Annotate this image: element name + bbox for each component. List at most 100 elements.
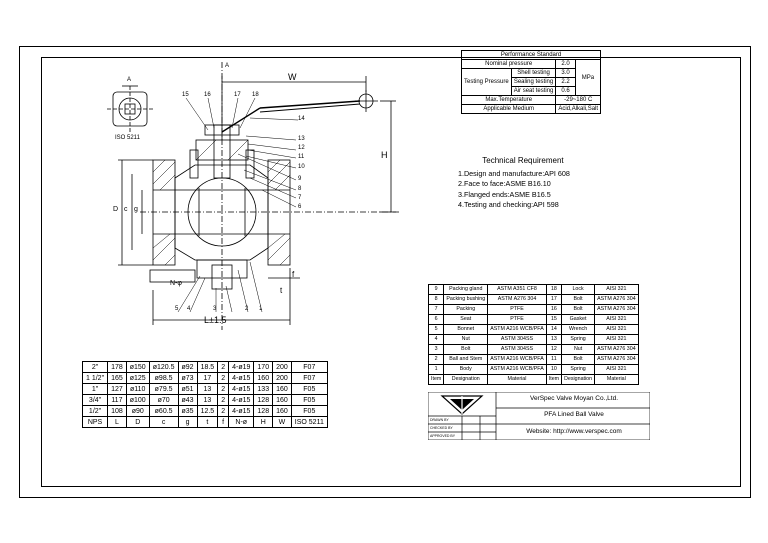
bom-cell: Lock — [561, 284, 596, 295]
dimensions-cell: 13 — [196, 394, 219, 406]
dimensions-cell: ø90 — [125, 405, 150, 417]
website[interactable]: Website: http://www.verspec.com — [526, 428, 622, 435]
bom-cell: 18 — [545, 284, 563, 295]
perf-row-value: 2.2 — [555, 77, 576, 87]
bom-cell: 8 — [427, 294, 445, 305]
dimensions-cell: ø73 — [177, 372, 198, 384]
bom-cell: AISI 321 — [594, 284, 639, 295]
bom-cell: Nut — [443, 334, 489, 345]
wrench-handle — [221, 107, 261, 133]
perf-row-label: Nominal pressure — [460, 59, 557, 69]
technical-requirements: Technical Requirement 1.Design and manuf… — [458, 156, 570, 211]
perf-unit: MPa — [574, 59, 602, 96]
dimensions-cell: 200 — [272, 361, 292, 373]
bom-cell: AISI 321 — [594, 324, 639, 335]
bom-cell: 16 — [545, 304, 563, 315]
bom-cell: 7 — [427, 304, 445, 315]
bom-cell: Bolt — [561, 294, 596, 305]
dimensions-cell: 13 — [196, 383, 219, 395]
dimensions-header-cell: L — [107, 416, 127, 428]
callout-12: 12 — [298, 145, 305, 151]
callout-14: 14 — [298, 116, 305, 122]
bom-cell: Packing bushing — [443, 294, 489, 305]
perf-title: Performance Standard — [460, 50, 602, 60]
dimensions-cell: ø120.5 — [148, 361, 179, 373]
bom-cell: Seat — [443, 314, 489, 325]
dimensions-header-cell: N-ø — [228, 416, 255, 428]
dim-n-phi-label: N-φ — [170, 280, 182, 287]
bom-cell: 6 — [427, 314, 445, 325]
bom-header-cell: Material — [487, 374, 547, 385]
dimensions-cell: ø150 — [125, 361, 150, 373]
perf-row-value: 0.6 — [555, 86, 576, 96]
bom-cell: 11 — [545, 354, 563, 365]
callout-3: 3 — [213, 306, 217, 312]
bom-cell: 1 — [427, 364, 445, 375]
dimensions-cell: 3/4" — [81, 394, 109, 406]
callout-11: 11 — [298, 154, 305, 160]
perf-row-label: Sealing testing — [510, 77, 557, 87]
section-a-top: A — [225, 63, 230, 69]
dimensions-cell: ø100 — [125, 394, 150, 406]
bom-cell: ASTM A276 304 — [594, 294, 639, 305]
bom-cell: 4 — [427, 334, 445, 345]
dimensions-cell: ø43 — [177, 394, 198, 406]
dimensions-header-cell: g — [177, 416, 198, 428]
dimensions-cell: 1" — [81, 383, 109, 395]
callout-1: 1 — [259, 306, 263, 312]
bom-cell: 3 — [427, 344, 445, 355]
callout-8: 8 — [298, 186, 302, 192]
drawing-frame — [41, 57, 741, 487]
dimensions-cell: 160 — [272, 394, 292, 406]
dimensions-cell: F05 — [290, 383, 328, 395]
bom-cell: ASTM A276 304 — [594, 304, 639, 315]
bom-cell: Ball and Stem — [443, 354, 489, 365]
dim-w-label: W — [288, 72, 297, 82]
bom-cell: 17 — [545, 294, 563, 305]
bom-cell: 10 — [545, 364, 563, 375]
dimensions-cell: 133 — [253, 383, 274, 395]
dimensions-cell: 4-ø15 — [228, 405, 255, 417]
bom-cell: Body — [443, 364, 489, 375]
dimensions-header-cell: t — [196, 416, 219, 428]
approved-by-label: APPROVED BY — [430, 434, 456, 438]
dimensions-cell: 12.5 — [196, 405, 219, 417]
dimensions-header-cell: D — [125, 416, 150, 428]
dimensions-cell: ø35 — [177, 405, 198, 417]
dimensions-header-cell: c — [148, 416, 179, 428]
bom-cell: Packing — [443, 304, 489, 315]
dimensions-cell: ø110 — [125, 383, 150, 395]
dimensions-cell: 1 1/2" — [81, 372, 109, 384]
dim-g-label: g — [134, 206, 138, 213]
perf-row-value: 2.0 — [555, 59, 576, 69]
dimensions-cell: 160 — [272, 405, 292, 417]
callout-4: 4 — [187, 306, 191, 312]
bom-cell: Spring — [561, 364, 596, 375]
bom-cell: Bolt — [561, 304, 596, 315]
perf-row-value: 3.0 — [555, 68, 576, 78]
requirement-item: 1.Design and manufacture:API 608 — [458, 168, 570, 178]
bom-cell: ASTM A276 304 — [487, 294, 547, 305]
dimensions-cell: 117 — [107, 394, 127, 406]
bom-cell: AISI 321 — [594, 334, 639, 345]
dimensions-cell: 2 — [217, 394, 230, 406]
dimensions-cell: 128 — [253, 394, 274, 406]
section-label-a: A — [127, 77, 132, 83]
dimensions-cell: F07 — [290, 361, 328, 373]
bom-cell: 2 — [427, 354, 445, 365]
callout-15: 15 — [182, 92, 189, 98]
bom-cell: ASTM A351 CF8 — [487, 284, 547, 295]
bom-cell: PTFE — [487, 304, 547, 315]
perf-medium-label: Applicable Medium — [460, 104, 557, 114]
